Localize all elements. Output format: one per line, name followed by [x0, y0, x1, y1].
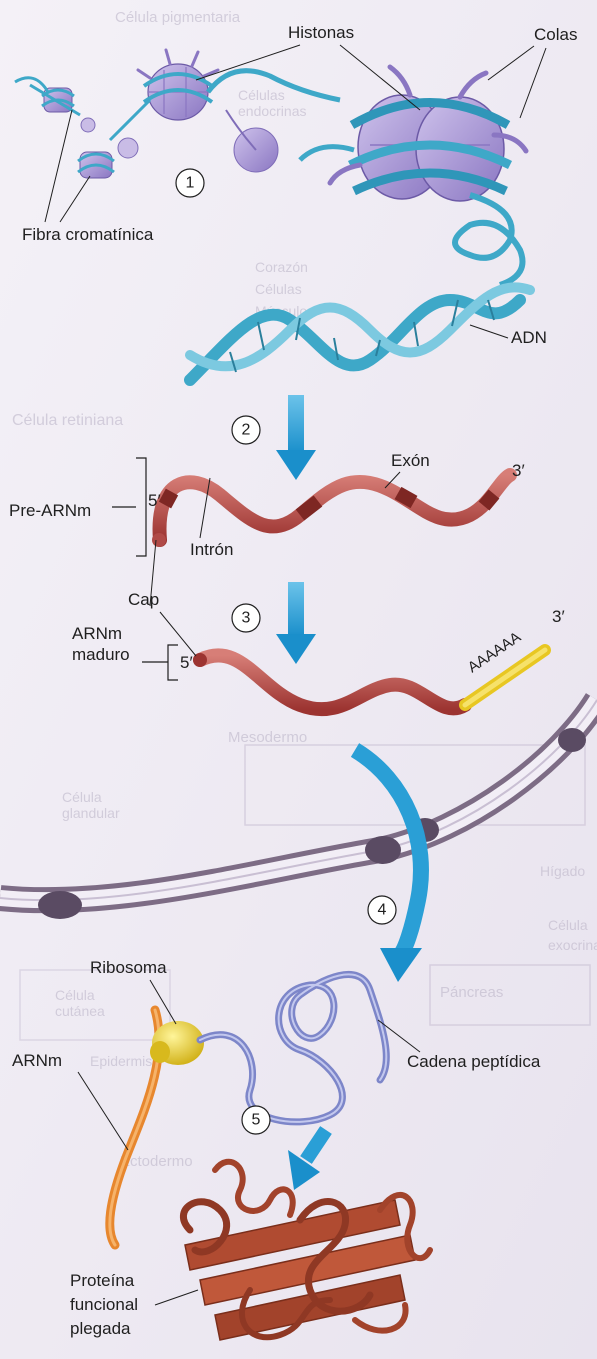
label-5prime-pre: 5′	[148, 491, 161, 510]
label-fibra-cromatinica: Fibra cromatínica	[22, 225, 154, 244]
label-proteina-2: funcional	[70, 1295, 138, 1314]
label-arnm: ARNm	[12, 1051, 62, 1070]
label-cap: Cap	[128, 590, 159, 609]
bg-text-2: endocrinas	[238, 103, 307, 119]
bg-text-17: exocrina	[548, 937, 597, 953]
label-5prime-mature: 5′	[180, 653, 193, 672]
step-1-number: 1	[186, 175, 195, 192]
label-exon: Exón	[391, 451, 430, 470]
label-colas: Colas	[534, 25, 577, 44]
step-4-number: 4	[378, 902, 387, 919]
label-3prime-mature: 3′	[552, 607, 565, 626]
label-ribosoma: Ribosoma	[90, 958, 167, 977]
label-intron: Intrón	[190, 540, 233, 559]
step-5-number: 5	[252, 1112, 261, 1129]
label-3prime-pre: 3′	[512, 461, 525, 480]
bg-text-11: Célula	[55, 987, 95, 1003]
bg-text-15: Hígado	[540, 863, 585, 879]
step-3-number: 3	[242, 610, 251, 627]
label-proteina-3: plegada	[70, 1319, 131, 1338]
label-adn: ADN	[511, 328, 547, 347]
bg-text-8: glandular	[62, 805, 120, 821]
label-histonas: Histonas	[288, 23, 354, 42]
bg-text-10: Páncreas	[440, 984, 503, 1001]
bg-text-1: Células	[238, 87, 285, 103]
label-arnm-maduro-1: ARNm	[72, 624, 122, 643]
bg-text-7: Célula	[62, 789, 102, 805]
bg-text-0: Célula pigmentaria	[115, 9, 241, 26]
bg-text-16: Célula	[548, 917, 588, 933]
bg-text-3: Corazón	[255, 259, 308, 275]
bg-text-4: Células	[255, 281, 302, 297]
bg-text-13: Epidermis	[90, 1053, 152, 1069]
label-proteina-1: Proteína	[70, 1271, 135, 1290]
label-cadena-peptidica: Cadena peptídica	[407, 1052, 541, 1071]
bg-text-9: Mesodermo	[228, 729, 307, 746]
bg-text-12: cutánea	[55, 1003, 105, 1019]
step-2-number: 2	[242, 422, 251, 439]
bg-text-6: Célula retiniana	[12, 412, 123, 429]
label-pre-arnm: Pre-ARNm	[9, 501, 91, 520]
label-arnm-maduro-2: maduro	[72, 645, 130, 664]
